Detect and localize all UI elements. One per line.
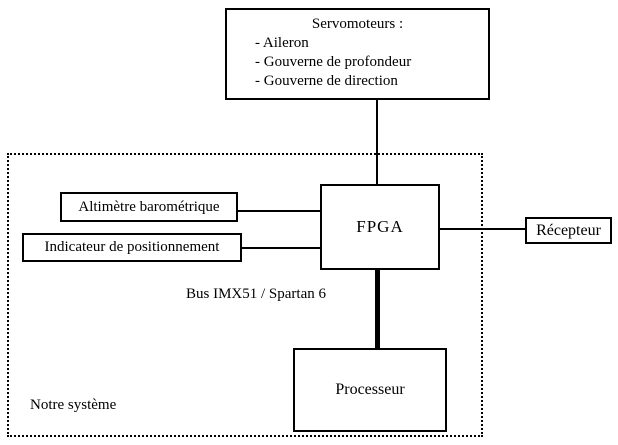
connector-servo-to-fpga (376, 100, 378, 185)
indicateur-positionnement-label: Indicateur de positionnement (44, 239, 220, 255)
fpga-label: FPGA (356, 217, 404, 236)
fpga-box: FPGA (320, 184, 440, 270)
altimetre-barometrique-label: Altimètre barométrique (78, 198, 220, 215)
notre-systeme-label: Notre système (30, 397, 117, 413)
processeur-box: Processeur (293, 348, 447, 432)
connector-bus-fpga-to-processor (375, 269, 380, 349)
recepteur-box: Récepteur (525, 217, 612, 244)
servo-item-gouverne-direction: - Gouverne de direction (255, 73, 398, 89)
processeur-label: Processeur (335, 381, 405, 398)
servomoteurs-box: Servomoteurs : - Aileron - Gouverne de p… (225, 8, 490, 100)
connector-altimeter-to-fpga (238, 210, 321, 212)
bus-imx51-spartan6-label: Bus IMX51 / Spartan 6 (186, 286, 326, 302)
servo-item-aileron: - Aileron (255, 35, 309, 51)
indicateur-positionnement-box: Indicateur de positionnement (22, 233, 242, 262)
servo-item-gouverne-profondeur: - Gouverne de profondeur (255, 54, 412, 70)
servomoteurs-title: Servomoteurs : (311, 16, 404, 32)
recepteur-label: Récepteur (536, 221, 601, 239)
connector-position-to-fpga (242, 247, 321, 249)
connector-fpga-to-receiver (440, 228, 525, 230)
system-boundary-dotted-border (7, 153, 483, 437)
altimetre-barometrique-box: Altimètre barométrique (60, 192, 238, 222)
